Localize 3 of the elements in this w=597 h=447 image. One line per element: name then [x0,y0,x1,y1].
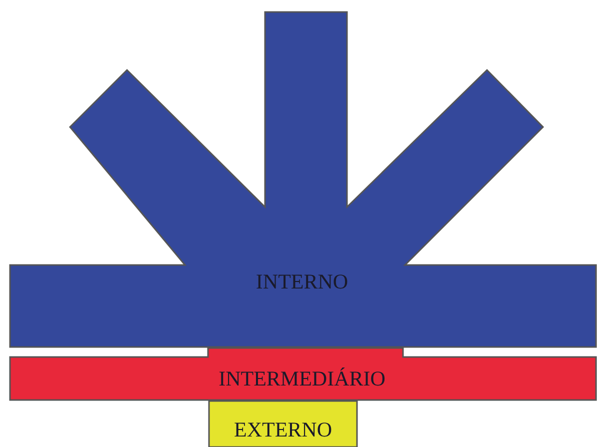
layer-label: INTERNO [256,270,348,294]
layer-label: EXTERNO [234,418,332,442]
layer-label: INTERMEDIÁRIO [218,366,386,392]
